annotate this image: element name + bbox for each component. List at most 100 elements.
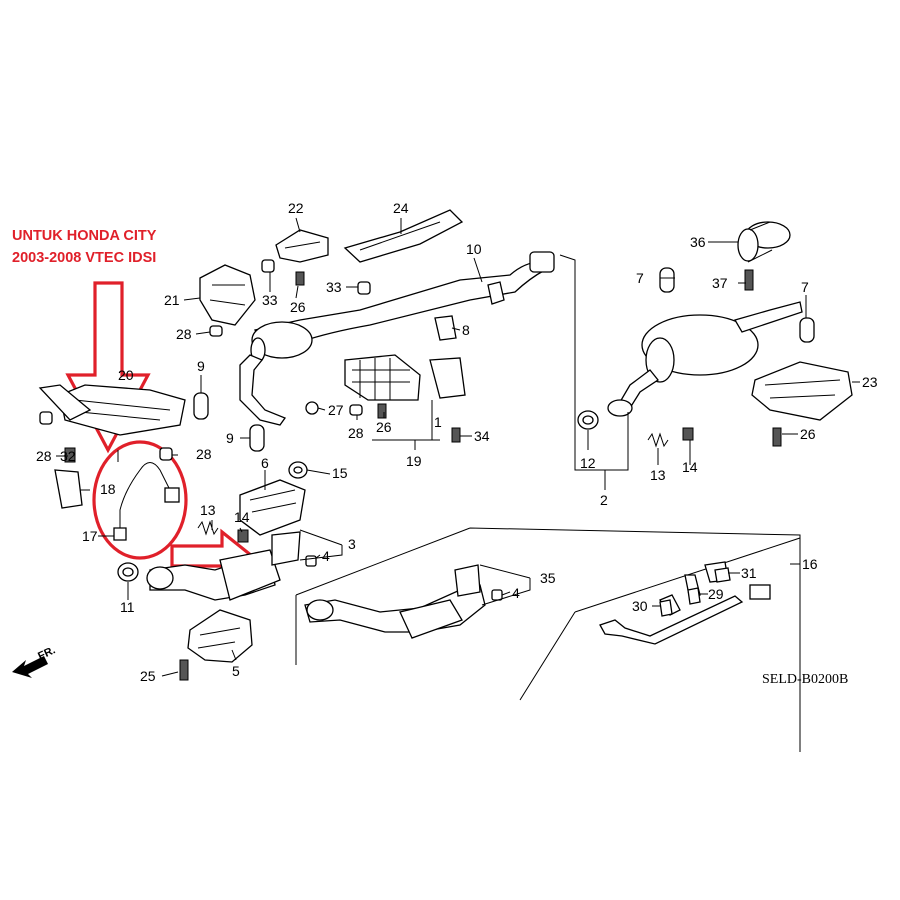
callout-14b: 14 xyxy=(682,459,698,475)
callout-27: 27 xyxy=(328,402,344,418)
clamp-31 xyxy=(714,567,731,583)
red-highlight-circle-icon xyxy=(92,440,188,560)
callout-15: 15 xyxy=(332,465,348,481)
callout-2: 2 xyxy=(600,492,608,508)
nut-28c xyxy=(39,411,53,425)
callout-34: 34 xyxy=(474,428,490,444)
heat-shield-23 xyxy=(751,361,853,421)
callout-29: 29 xyxy=(708,586,724,602)
nut-28d xyxy=(159,447,173,461)
inset-box-35 xyxy=(295,527,801,665)
heat-shield-20 xyxy=(38,384,186,436)
bracket-8 xyxy=(434,315,457,341)
callout-13b: 13 xyxy=(650,467,666,483)
callout-26c: 26 xyxy=(800,426,816,442)
tailpipe-tip-36 xyxy=(737,221,791,263)
nut-4a xyxy=(305,555,317,567)
callout-32: 32 xyxy=(60,448,76,464)
bracket-18 xyxy=(54,469,83,509)
gasket-15 xyxy=(288,461,308,479)
callout-3: 3 xyxy=(348,536,356,552)
callout-35: 35 xyxy=(540,570,556,586)
callout-23: 23 xyxy=(862,374,878,390)
nut-4b xyxy=(491,589,503,601)
callout-26b: 26 xyxy=(376,419,392,435)
callout-5: 5 xyxy=(232,663,240,679)
clip-27 xyxy=(305,401,319,415)
callout-18: 18 xyxy=(100,481,116,497)
bolt-26c xyxy=(772,427,782,447)
bolt-26b xyxy=(377,403,387,419)
callout-4b: 4 xyxy=(512,585,520,601)
callout-31: 31 xyxy=(741,565,757,581)
callout-24: 24 xyxy=(393,200,409,216)
callout-13a: 13 xyxy=(200,502,216,518)
callout-6: 6 xyxy=(261,455,269,471)
callout-4a: 4 xyxy=(322,548,330,564)
diagram-code: SELD-B0200B xyxy=(762,672,848,687)
callout-21: 21 xyxy=(164,292,180,308)
annotation-line-2: 2003-2008 VTEC IDSI xyxy=(12,250,156,266)
callout-28a: 28 xyxy=(176,326,192,342)
front-direction-label: FR. xyxy=(36,644,57,662)
nut-33b xyxy=(357,281,371,295)
bolt-25 xyxy=(179,659,189,681)
callout-7b: 7 xyxy=(801,279,809,295)
callout-20: 20 xyxy=(118,367,134,383)
heat-shield-19 xyxy=(344,354,421,401)
hanger-9b xyxy=(249,424,265,452)
front-pipe-3 xyxy=(146,531,301,601)
callout-28b: 28 xyxy=(348,425,364,441)
callout-8: 8 xyxy=(462,322,470,338)
callout-26a: 26 xyxy=(290,299,306,315)
oxygen-sensor-17 xyxy=(113,462,180,541)
callout-28c: 28 xyxy=(36,448,52,464)
clamp-29 xyxy=(687,587,701,605)
rear-muffler-2 xyxy=(607,301,803,417)
heat-shield-5 xyxy=(187,609,253,663)
clamp-30 xyxy=(659,599,673,617)
gasket-12 xyxy=(577,410,599,430)
nut-28b xyxy=(349,404,363,416)
bolt-14b xyxy=(682,427,694,441)
hanger-7b xyxy=(799,317,815,343)
bolt-34 xyxy=(451,427,461,443)
callout-16: 16 xyxy=(802,556,818,572)
callout-14a: 14 xyxy=(234,509,250,525)
callout-28d: 28 xyxy=(196,446,212,462)
callout-12: 12 xyxy=(580,455,596,471)
callout-9b: 9 xyxy=(226,430,234,446)
callout-25: 25 xyxy=(140,668,156,684)
callout-37: 37 xyxy=(712,275,728,291)
bolt-37 xyxy=(744,269,754,291)
callout-33b: 33 xyxy=(326,279,342,295)
callout-7a: 7 xyxy=(636,270,644,286)
rear-sensor-box-16 xyxy=(519,537,801,752)
bolt-32 xyxy=(64,447,76,463)
callout-19: 19 xyxy=(406,453,422,469)
heat-shield-24 xyxy=(343,209,464,263)
hanger-9a xyxy=(193,392,209,420)
heat-shield-22 xyxy=(275,229,329,263)
nut-28a xyxy=(209,325,223,337)
spring-13b xyxy=(647,432,669,448)
leader-lines xyxy=(56,217,860,677)
bolt-26a xyxy=(295,271,305,286)
callout-9a: 9 xyxy=(197,358,205,374)
heat-shield-21 xyxy=(199,264,256,326)
callout-1: 1 xyxy=(434,414,442,430)
callout-10: 10 xyxy=(466,241,482,257)
bracket-1 xyxy=(429,357,466,399)
gasket-11 xyxy=(117,562,139,582)
callout-30: 30 xyxy=(632,598,648,614)
catalytic-converter-6 xyxy=(239,479,306,536)
hanger-7a xyxy=(659,267,675,293)
callout-36: 36 xyxy=(690,234,706,250)
nut-33a xyxy=(261,259,275,273)
spring-13a xyxy=(197,520,219,536)
annotation-line-1: UNTUK HONDA CITY xyxy=(12,228,157,244)
callout-labels: 22 24 10 21 33 26 33 28 8 9 20 27 28 26 … xyxy=(36,200,878,684)
front-direction-arrow-icon xyxy=(12,656,48,678)
exhaust-pipe-10 xyxy=(239,251,555,426)
